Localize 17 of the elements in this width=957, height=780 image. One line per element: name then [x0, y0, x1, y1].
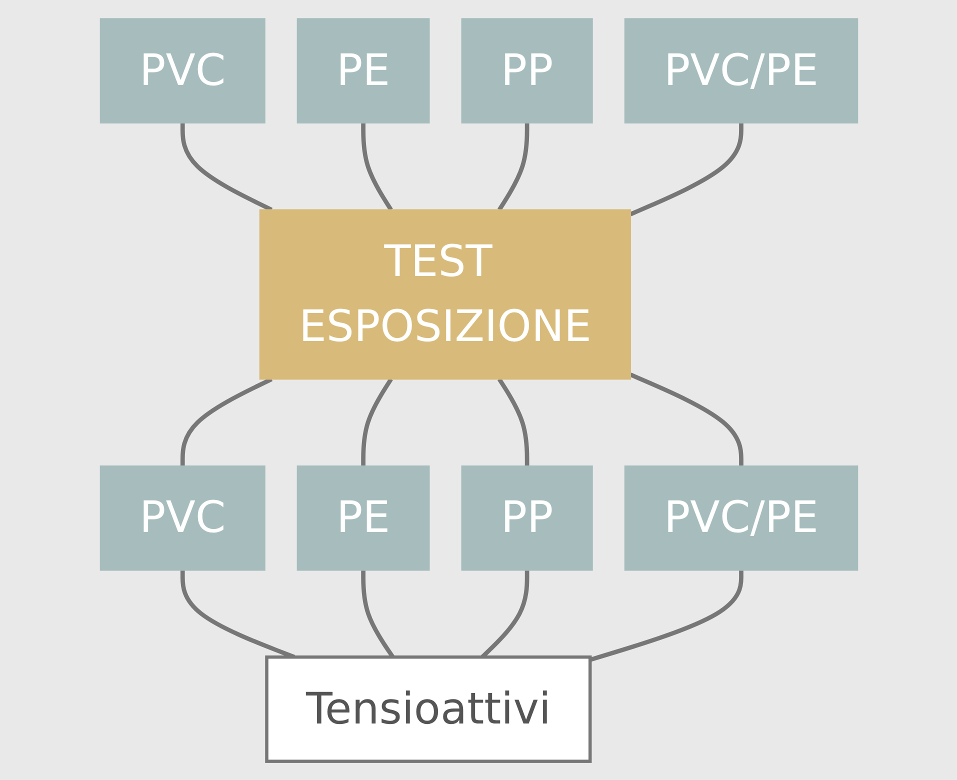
node-box: PP [460, 18, 592, 124]
node-box: PE [296, 18, 430, 124]
node-box: PE [296, 465, 430, 571]
connector [629, 372, 743, 466]
connector [588, 570, 743, 662]
node-box: PVC/PE [624, 18, 858, 124]
node-box: PP [460, 465, 592, 571]
node-box: TEST ESPOSIZIONE [258, 209, 631, 380]
connector [360, 378, 392, 466]
connector [496, 378, 529, 466]
node-box: PVC/PE [624, 465, 858, 571]
node-box: PVC [99, 465, 265, 571]
connector [496, 122, 529, 211]
connector [629, 122, 743, 216]
node-box: Tensioattivi [264, 655, 592, 763]
connector [360, 122, 392, 211]
node-box: PVC [99, 18, 265, 124]
